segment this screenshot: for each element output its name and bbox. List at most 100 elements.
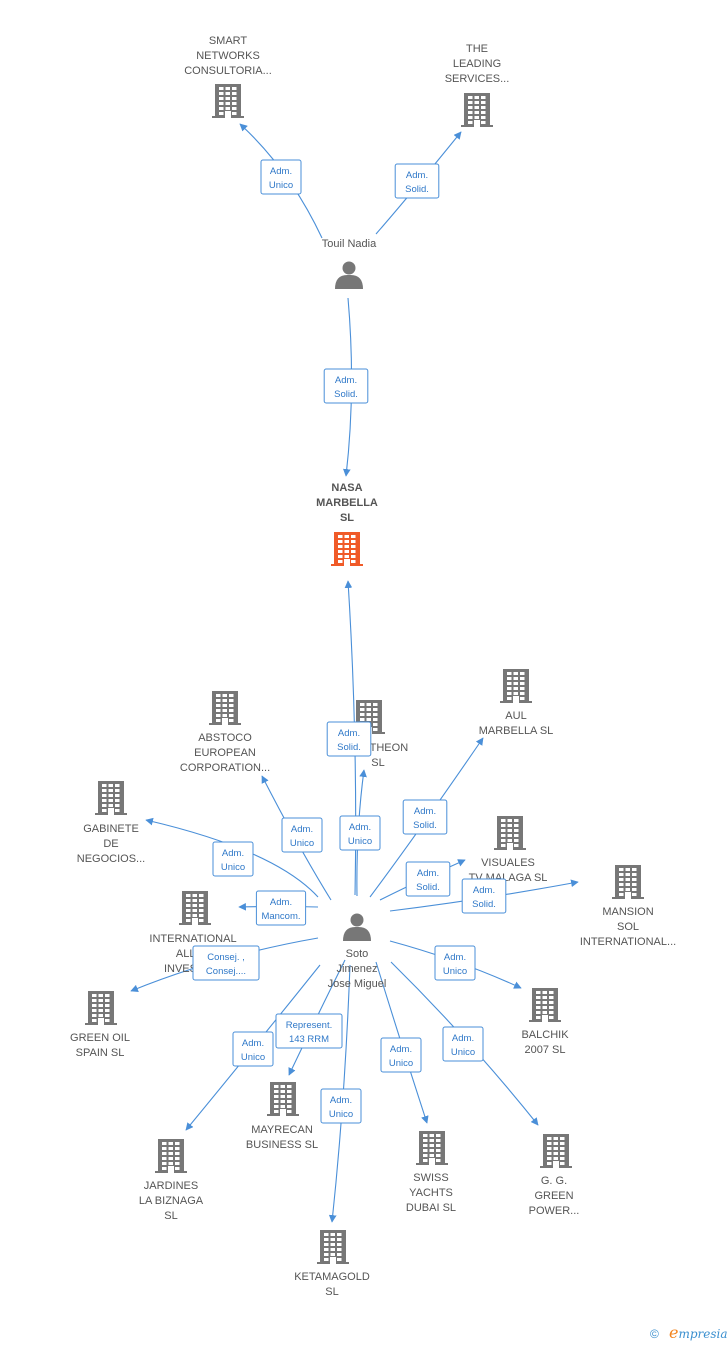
node-label: SPAIN SL: [76, 1047, 125, 1059]
edge-tag-box: [405, 861, 451, 897]
edge-tag-soto-to-visuales[interactable]: Adm.Solid.: [405, 861, 451, 897]
edge-tag-label: Solid.: [472, 899, 496, 910]
edge-tag-soto-to-jardines[interactable]: Adm.Unico: [232, 1031, 274, 1067]
node-touil[interactable]: Touil Nadia: [322, 238, 377, 289]
building-icon: [95, 781, 127, 815]
edge-tag-label: Solid.: [337, 742, 361, 753]
node-abstoco[interactable]: ABSTOCOEUROPEANCORPORATION...: [180, 691, 270, 774]
edge-tag-soto-to-mayrecan[interactable]: Represent.143 RRM: [275, 1013, 343, 1049]
edge-tag-label: Solid.: [416, 882, 440, 893]
building-icon: [540, 1134, 572, 1168]
node-gg[interactable]: G. G.GREENPOWER...: [529, 1134, 580, 1217]
node-leading[interactable]: THELEADINGSERVICES...: [445, 43, 510, 127]
node-label: SL: [325, 1286, 338, 1298]
node-label: NASA: [331, 482, 362, 494]
node-label: SL: [371, 757, 384, 769]
node-gabinete[interactable]: GABINETEDENEGOCIOS...: [77, 781, 145, 865]
edge-tag-soto-to-greenoil[interactable]: Consej. ,Consej....: [192, 945, 260, 981]
edge-tag-box: [402, 799, 448, 835]
edge-tag-box: [281, 817, 323, 853]
building-icon: [331, 532, 363, 566]
node-internat[interactable]: INTERNATIONALALLEEINVESTM...: [149, 891, 237, 975]
node-label: THE: [466, 43, 488, 55]
edge-tag-label: Solid.: [405, 184, 429, 195]
edge-tag-soto-to-pantheon[interactable]: Adm.Unico: [339, 815, 381, 851]
node-label: MARBELLA SL: [479, 725, 554, 737]
node-label: Touil Nadia: [322, 238, 377, 250]
building-icon: [212, 84, 244, 118]
node-label: Jose Miguel: [328, 978, 387, 990]
edge-tag-label: Unico: [389, 1058, 413, 1069]
brand-initial: e: [669, 1323, 678, 1342]
brand-logo: empresia: [669, 1323, 728, 1342]
node-label: Jimenez: [337, 963, 378, 975]
edge-tag-soto-to-balchik[interactable]: Adm.Unico: [434, 945, 476, 981]
node-label: Soto: [346, 948, 369, 960]
node-label: NEGOCIOS...: [77, 853, 145, 865]
node-label: GREEN: [534, 1190, 573, 1202]
edge-tag-touil-to-smart[interactable]: Adm.Unico: [260, 159, 302, 195]
footer-brand[interactable]: © empresia: [650, 1323, 728, 1342]
node-mansion[interactable]: MANSIONSOLINTERNATIONAL...: [580, 865, 676, 948]
edge-tag-box: [212, 841, 254, 877]
edge-tag-label: Unico: [451, 1047, 475, 1058]
node-label: SMART: [209, 35, 248, 47]
edge-tag-label: Represent.: [286, 1020, 332, 1031]
copyright-symbol: ©: [650, 1327, 659, 1341]
node-label: INTERNATIONAL: [149, 933, 236, 945]
node-label: SL: [164, 1210, 177, 1222]
edge-tag-soto-to-gabinete[interactable]: Adm.Unico: [212, 841, 254, 877]
node-label: SL: [340, 512, 354, 524]
edge-tag-label: Adm.: [414, 806, 436, 817]
edge-tag-label: Adm.: [335, 375, 357, 386]
edge-tag-label: Unico: [329, 1109, 353, 1120]
node-smart[interactable]: SMARTNETWORKSCONSULTORIA...: [184, 35, 272, 118]
building-icon: [529, 988, 561, 1022]
edge-tag-box: [339, 815, 381, 851]
edge-tag-label: Unico: [348, 836, 372, 847]
node-label: MAYRECAN: [251, 1124, 313, 1136]
node-label: DE: [103, 838, 118, 850]
edge-tag-soto-to-internat[interactable]: Adm.Mancom.: [255, 890, 307, 926]
edge-tag-soto-to-gg[interactable]: Adm.Unico: [442, 1026, 484, 1062]
edge-tag-label: Adm.: [291, 824, 313, 835]
edge-tag-soto-to-aul[interactable]: Adm. Solid.: [402, 799, 448, 835]
node-greenoil[interactable]: GREEN OIL SPAIN SL: [70, 991, 130, 1059]
node-label: 2007 SL: [525, 1044, 566, 1056]
edge-tag-soto-to-abstoco[interactable]: Adm.Unico: [281, 817, 323, 853]
node-aul[interactable]: AUL MARBELLA SL: [479, 669, 554, 737]
edge-tag-box: [461, 878, 507, 914]
building-icon: [317, 1230, 349, 1264]
edge-tag-touil-to-leading[interactable]: Adm.Solid.: [394, 163, 440, 199]
edge-tag-soto-to-nasa[interactable]: Adm.Solid.: [326, 721, 372, 757]
edge-tag-soto-to-swiss[interactable]: Adm.Unico: [380, 1037, 422, 1073]
edge-tag-box: [275, 1013, 343, 1049]
node-label: POWER...: [529, 1205, 580, 1217]
edge-tag-soto-to-mansion[interactable]: Adm.Solid.: [461, 878, 507, 914]
edge-tag-label: Solid.: [413, 820, 437, 831]
node-label: SOL: [617, 921, 639, 933]
edge-tag-touil-to-nasa[interactable]: Adm.Solid.: [323, 368, 369, 404]
building-icon: [155, 1139, 187, 1173]
building-icon: [416, 1131, 448, 1165]
edge-tag-box: [323, 368, 369, 404]
edge-tag-label: Adm.: [444, 952, 466, 963]
edge-tag-soto-to-ketamagold[interactable]: Adm.Unico: [320, 1088, 362, 1124]
node-label: GREEN OIL: [70, 1032, 130, 1044]
edge-tag-label: Adm.: [222, 848, 244, 859]
edge-tag-label: Adm.: [242, 1038, 264, 1049]
edge-tag-box: [255, 890, 307, 926]
node-label: AUL: [505, 710, 526, 722]
node-label: SERVICES...: [445, 73, 510, 85]
edge-tag-box: [232, 1031, 274, 1067]
